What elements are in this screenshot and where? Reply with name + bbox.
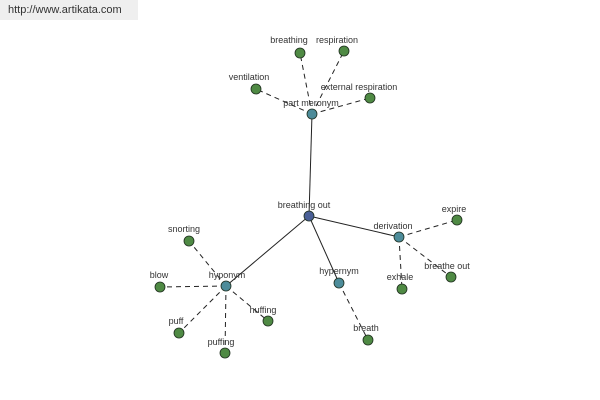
edge-breathing-out-derivation — [308, 215, 400, 238]
node-hyponym[interactable] — [220, 280, 232, 292]
label-breathe-out[interactable]: breathe out — [424, 261, 470, 271]
label-huffing[interactable]: huffing — [250, 305, 277, 315]
edge-hyponym-snorting — [188, 240, 227, 287]
label-snorting[interactable]: snorting — [168, 224, 200, 234]
label-puffing[interactable]: puffing — [208, 337, 235, 347]
node-breathing[interactable] — [294, 47, 306, 59]
node-part-meronym[interactable] — [306, 108, 318, 120]
edge-part-meronym-external-respiration — [311, 97, 371, 115]
node-hypernym[interactable] — [333, 277, 345, 289]
node-puffing[interactable] — [219, 347, 231, 359]
label-breath[interactable]: breath — [353, 323, 379, 333]
graph-edges — [159, 50, 458, 354]
label-breathing[interactable]: breathing — [270, 35, 308, 45]
edge-hyponym-blow — [159, 285, 227, 288]
graph-labels: breathing respiration ventilation external … — [150, 35, 471, 347]
label-part-meronym[interactable]: part meronym — [283, 98, 339, 108]
edge-breathing-out-hyponym — [225, 215, 310, 287]
node-snorting[interactable] — [183, 235, 195, 247]
edge-hyponym-huffing — [225, 285, 269, 322]
node-breath[interactable] — [362, 334, 374, 346]
node-huffing[interactable] — [262, 315, 274, 327]
node-breathe-out[interactable] — [445, 271, 457, 283]
label-breathing-out[interactable]: breathing out — [278, 200, 331, 210]
site-url-watermark: http://www.artikata.com — [0, 0, 138, 20]
node-breathing-out[interactable] — [303, 210, 315, 222]
edge-derivation-expire — [398, 219, 458, 238]
label-ventilation[interactable]: ventilation — [229, 72, 270, 82]
label-hypernym[interactable]: hypernym — [319, 266, 359, 276]
label-respiration[interactable]: respiration — [316, 35, 358, 45]
edge-part-meronym-ventilation — [255, 88, 313, 115]
label-hyponym[interactable]: hyponym — [209, 270, 246, 280]
node-puff[interactable] — [173, 327, 185, 339]
node-external-respiration[interactable] — [364, 92, 376, 104]
label-exhale[interactable]: exhale — [387, 272, 414, 282]
node-respiration[interactable] — [338, 45, 350, 57]
node-ventilation[interactable] — [250, 83, 262, 95]
edge-derivation-breathe-out — [398, 236, 452, 278]
label-external-respiration[interactable]: external respiration — [321, 82, 398, 92]
graph-nodes — [154, 45, 463, 359]
node-blow[interactable] — [154, 281, 166, 293]
edge-breathing-out-part-meronym — [308, 113, 313, 217]
node-expire[interactable] — [451, 214, 463, 226]
node-derivation[interactable] — [393, 231, 405, 243]
edge-hyponym-puffing — [224, 285, 227, 354]
label-expire[interactable]: expire — [442, 204, 467, 214]
edge-hyponym-puff — [178, 285, 227, 334]
edge-part-meronym-breathing — [299, 52, 313, 115]
edge-part-meronym-respiration — [311, 50, 345, 115]
label-blow[interactable]: blow — [150, 270, 169, 280]
label-derivation[interactable]: derivation — [373, 221, 412, 231]
edge-breathing-out-hypernym — [308, 215, 340, 284]
label-puff[interactable]: puff — [169, 316, 184, 326]
node-exhale[interactable] — [396, 283, 408, 295]
edge-hypernym-breath — [338, 282, 369, 341]
